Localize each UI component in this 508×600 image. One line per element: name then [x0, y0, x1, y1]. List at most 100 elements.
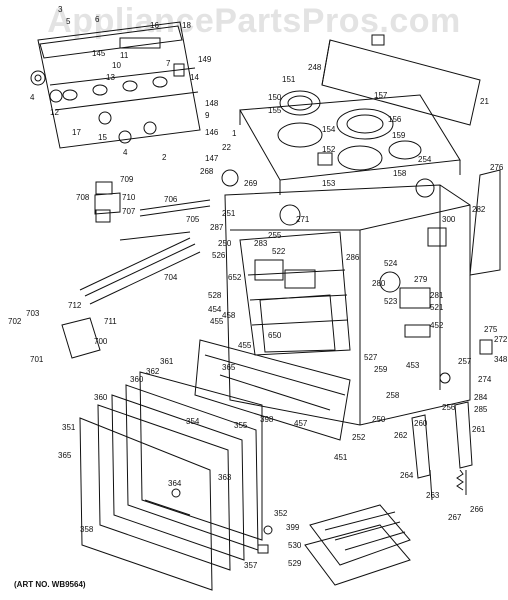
part-label: 261: [472, 425, 486, 434]
part-label: 264: [400, 471, 414, 480]
part-label: 268: [200, 167, 214, 176]
backsplash-drawing: [321, 39, 481, 126]
part-label: 11: [120, 51, 129, 60]
part-label: 255: [268, 231, 282, 240]
part-label: 360: [94, 393, 108, 402]
part-label: 706: [164, 195, 178, 204]
part-label: 9: [205, 111, 210, 120]
part-label: 259: [374, 365, 388, 374]
part-label: 150: [268, 93, 282, 102]
part-label: 283: [254, 239, 268, 248]
part-label: 250: [218, 239, 232, 248]
part-label: 354: [186, 417, 200, 426]
part-label: 650: [268, 331, 282, 340]
part-label: 10: [112, 61, 121, 70]
part-label: 263: [426, 491, 440, 500]
part-label: 252: [352, 433, 366, 442]
part-label: 267: [448, 513, 462, 522]
part-label: 455: [210, 317, 224, 326]
part-label: 457: [294, 419, 308, 428]
part-label: 711: [104, 317, 117, 326]
part-label: 284: [474, 393, 488, 402]
part-label: 155: [268, 106, 282, 115]
part-label: 522: [272, 247, 286, 256]
part-label: 287: [210, 223, 224, 232]
part-label: 153: [322, 179, 336, 188]
part-label: 12: [50, 108, 59, 117]
part-label: 159: [392, 131, 406, 140]
part-label: 1: [232, 129, 237, 138]
part-label: 275: [484, 325, 498, 334]
part-label: 527: [364, 353, 378, 362]
part-label: 157: [374, 91, 388, 100]
part-label: 282: [472, 205, 486, 214]
part-label: 358: [80, 525, 94, 534]
small-parts-drawing: [95, 34, 493, 554]
part-label: 258: [386, 391, 400, 400]
part-label: 362: [146, 367, 160, 376]
control-panel-drawing: [37, 21, 201, 149]
part-label: 521: [430, 303, 444, 312]
part-label: 256: [442, 403, 456, 412]
part-label: 453: [406, 361, 420, 370]
part-label: 455: [238, 341, 252, 350]
part-label: 285: [474, 405, 488, 414]
part-label: 4: [30, 93, 35, 102]
part-label: 530: [288, 541, 302, 550]
part-label: 22: [222, 143, 231, 152]
part-label: 13: [106, 73, 115, 82]
part-label: 156: [388, 115, 402, 124]
part-label: 702: [8, 317, 22, 326]
part-label: 452: [430, 321, 444, 330]
part-label: 269: [244, 179, 258, 188]
part-label: 5: [66, 17, 71, 26]
part-label: 701: [30, 355, 44, 364]
part-label: 6: [95, 15, 100, 24]
part-label: 707: [122, 207, 136, 216]
part-label: 15: [98, 133, 107, 142]
part-label: 145: [92, 49, 106, 58]
part-number-labels: 3 5 6 16 18 145 11 10 13 7 149 14 4 12 1…: [8, 5, 508, 570]
part-label: 529: [288, 559, 302, 568]
part-label: 710: [122, 193, 136, 202]
part-label: 280: [372, 279, 386, 288]
part-label: 7: [166, 59, 171, 68]
broiler-drawer-drawing: [194, 339, 351, 441]
oven-cavity-drawing: [239, 231, 351, 356]
part-label: 709: [120, 175, 134, 184]
rails-drawing: [61, 192, 211, 359]
part-label: 251: [222, 209, 236, 218]
part-label: 148: [205, 99, 219, 108]
part-label: 260: [414, 419, 428, 428]
part-label: 300: [442, 215, 456, 224]
part-label: 708: [76, 193, 90, 202]
part-label: 274: [478, 375, 492, 384]
part-label: 3: [58, 5, 63, 14]
range-body-drawing: [224, 169, 501, 426]
knobs-drawing: [30, 70, 157, 144]
part-label: 458: [222, 311, 236, 320]
part-label: 363: [218, 473, 232, 482]
part-label: 271: [296, 215, 310, 224]
part-label: 528: [208, 291, 222, 300]
part-label: 4: [123, 148, 128, 157]
part-label: 398: [260, 415, 274, 424]
part-label: 149: [198, 55, 212, 64]
part-label: 365: [58, 451, 72, 460]
part-label: 361: [160, 357, 174, 366]
part-label: 355: [234, 421, 248, 430]
part-label: 365: [222, 363, 236, 372]
part-label: 281: [430, 291, 444, 300]
part-label: 14: [190, 73, 199, 82]
part-label: 266: [470, 505, 484, 514]
part-label: 18: [182, 21, 191, 30]
part-label: 272: [494, 335, 508, 344]
part-label: 524: [384, 259, 398, 268]
part-label: 712: [68, 301, 82, 310]
part-label: 454: [208, 305, 222, 314]
part-label: 151: [282, 75, 296, 84]
part-label: 147: [205, 154, 219, 163]
part-label: 276: [490, 163, 504, 172]
part-label: 399: [286, 523, 300, 532]
